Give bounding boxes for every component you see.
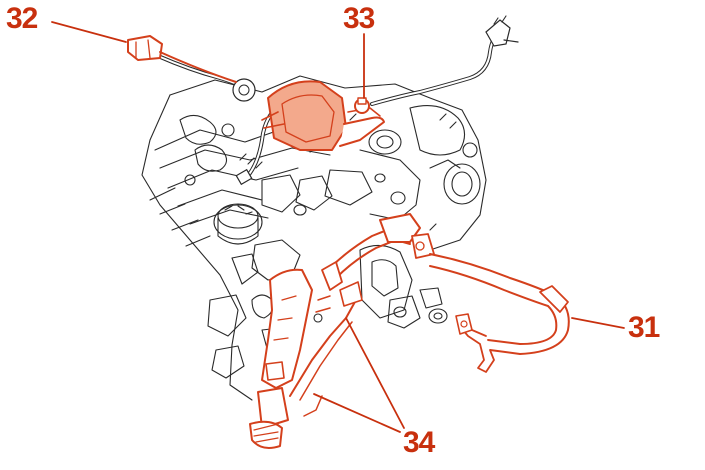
leader-line-32 <box>51 21 127 43</box>
engine-block-linework <box>141 75 487 401</box>
callout-31: 31 <box>628 311 660 344</box>
callout-33: 33 <box>343 2 375 35</box>
part-34-coolant-pipes <box>249 213 435 449</box>
leader-line-34a <box>345 317 405 429</box>
part-31-hose <box>429 253 570 373</box>
callout-34: 34 <box>403 426 435 459</box>
wire-harness <box>156 15 519 186</box>
highlighted-parts <box>127 35 570 449</box>
part-33-sensor <box>261 80 385 151</box>
callout-32: 32 <box>6 2 38 35</box>
leader-line-34b <box>313 393 401 433</box>
part-32-sensor-connector <box>127 35 237 83</box>
leader-line-31 <box>571 317 625 329</box>
leader-lines <box>51 21 625 433</box>
